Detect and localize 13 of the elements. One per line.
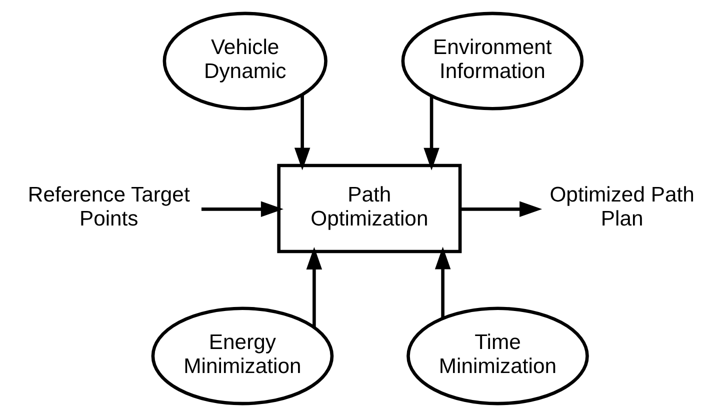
arrow (460, 201, 542, 218)
node-ellipse: Time Minimization (406, 306, 589, 406)
node-text: Reference Target Points (28, 184, 190, 230)
arrow (294, 94, 310, 170)
node-box: Path Optimization (277, 164, 462, 254)
arrow (424, 96, 440, 170)
arrow (201, 201, 284, 218)
arrow (306, 246, 322, 328)
node-ellipse: Vehicle Dynamic (162, 12, 328, 110)
node-text: Optimized Path Plan (550, 184, 694, 230)
arrow (434, 246, 451, 318)
node-ellipse: Energy Minimization (151, 306, 334, 406)
node-ellipse: Environment Information (401, 12, 584, 110)
